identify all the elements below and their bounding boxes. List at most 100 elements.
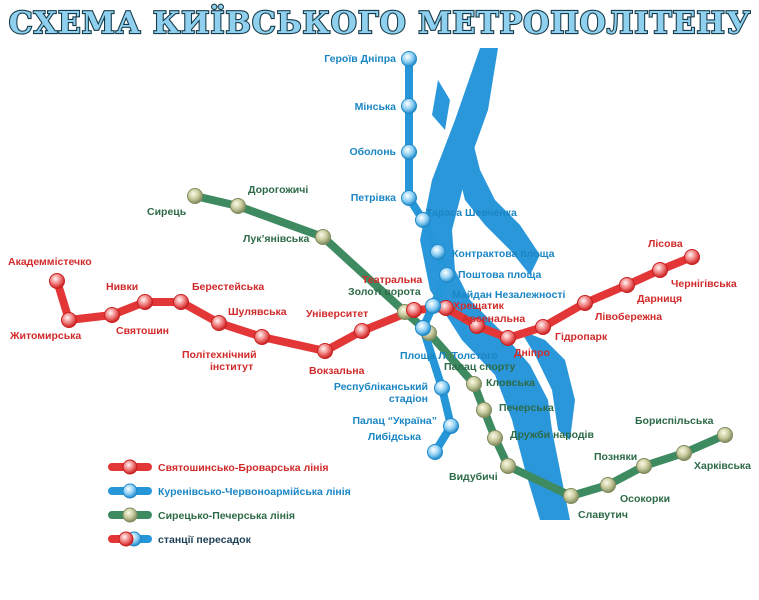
station-label-green-10: Осокорки (620, 493, 670, 505)
station-red-2[interactable] (104, 307, 120, 323)
station-red-3[interactable] (137, 294, 153, 310)
station-label-green-7: Дружби народів (510, 429, 594, 441)
legend-blue-label: Куренівсько-Червоноармійська лінія (158, 486, 351, 498)
station-red-10[interactable] (438, 300, 454, 316)
station-label-red-13: Гідропарк (555, 331, 608, 343)
station-label-red-14: Лівобережна (595, 311, 662, 323)
legend-green-label: Сирецько-Печерська лінія (158, 510, 295, 522)
station-label-red-12: Дніпро (514, 347, 550, 359)
legend-red-station (122, 459, 138, 475)
station-green-9[interactable] (563, 488, 579, 504)
station-green-13[interactable] (717, 427, 733, 443)
station-green-0[interactable] (187, 188, 203, 204)
station-green-2[interactable] (315, 229, 331, 245)
legend-red-label: Святошинсько-Броварська лінія (158, 462, 329, 474)
station-red-16[interactable] (652, 262, 668, 278)
station-label-green-1: Дорогожичі (248, 184, 308, 196)
station-label-blue-0: Героїв Дніпра (324, 53, 396, 65)
station-green-11[interactable] (636, 458, 652, 474)
station-label-blue-1: Мінська (355, 101, 397, 113)
station-label-blue-3: Петрівка (351, 192, 396, 204)
station-label-green-5: Кловська (486, 377, 535, 389)
station-blue-5[interactable] (430, 244, 446, 260)
station-label-red-4: Берестейська (192, 281, 264, 293)
station-label-green-8: Видубичі (449, 471, 498, 483)
station-label-red-17: Лісова (648, 238, 683, 250)
station-green-10[interactable] (600, 477, 616, 493)
station-label-red-7: Вокзальна (309, 365, 365, 377)
legend-transfer-red-station (118, 531, 134, 547)
legend-green-station (122, 507, 138, 523)
legend-blue-station (122, 483, 138, 499)
station-label-green-12: Харківська (694, 460, 751, 472)
station-label-blue-11: Либідська (368, 431, 421, 443)
station-red-17[interactable] (684, 249, 700, 265)
map-title: СХЕМА КИЇВСЬКОГО МЕТРОПОЛІТЕНУ (9, 4, 751, 41)
station-label-red-15: Дарниця (637, 293, 682, 305)
station-blue-9[interactable] (434, 380, 450, 396)
station-red-1[interactable] (61, 312, 77, 328)
station-label-green-2: Лук’янівська (243, 233, 310, 245)
station-red-8[interactable] (354, 323, 370, 339)
station-label-green-11: Позняки (594, 451, 637, 463)
legend-transfer-label: станції пересадок (158, 534, 252, 546)
station-blue-8[interactable] (415, 320, 431, 336)
station-green-12[interactable] (676, 445, 692, 461)
station-label-green-13: Бориспільська (635, 415, 714, 427)
station-red-12[interactable] (500, 330, 516, 346)
station-blue-4[interactable] (415, 212, 431, 228)
station-red-11[interactable] (469, 318, 485, 334)
station-blue-2[interactable] (401, 144, 417, 160)
station-red-9[interactable] (406, 302, 422, 318)
station-label-green-3: Золоті ворота (348, 286, 421, 298)
station-label-red-5: Шулявська (228, 306, 287, 318)
station-label-green-4: Палац спорту (444, 361, 516, 373)
station-green-6[interactable] (476, 402, 492, 418)
station-red-15[interactable] (619, 277, 635, 293)
station-blue-6[interactable] (439, 267, 455, 283)
station-label-green-6: Печерська (499, 402, 554, 414)
station-red-14[interactable] (577, 295, 593, 311)
station-label-red-1: Житомирська (9, 330, 81, 342)
station-label-red-10: Хрещатик (453, 300, 505, 312)
station-green-7[interactable] (487, 430, 503, 446)
station-blue-0[interactable] (401, 51, 417, 67)
station-label-blue-2: Оболонь (349, 146, 396, 158)
station-red-6[interactable] (254, 329, 270, 345)
station-red-4[interactable] (173, 294, 189, 310)
station-blue-3[interactable] (401, 190, 417, 206)
station-label-blue-4: Тараса Шевченка (426, 207, 517, 219)
station-label-blue-7: Майдан Незалежності (452, 289, 566, 301)
station-red-0[interactable] (49, 273, 65, 289)
station-label-blue-6: Поштова площа (458, 269, 541, 281)
station-label-red-9: Театральна (362, 274, 422, 286)
station-red-13[interactable] (535, 319, 551, 335)
station-green-8[interactable] (500, 458, 516, 474)
station-red-7[interactable] (317, 343, 333, 359)
station-label-blue-10: Палац “Україна” (352, 415, 437, 427)
station-blue-11[interactable] (427, 444, 443, 460)
station-blue-1[interactable] (401, 98, 417, 114)
station-label-red-0: Академмістечко (8, 256, 92, 268)
station-green-1[interactable] (230, 198, 246, 214)
station-blue-7[interactable] (425, 298, 441, 314)
station-red-5[interactable] (211, 315, 227, 331)
metro-stations (49, 51, 733, 504)
station-label-green-9: Славутич (578, 509, 628, 521)
station-label-red-3: Нивки (106, 281, 138, 293)
station-label-blue-5: Контрактова площа (452, 248, 555, 260)
station-label-red-11: Арсенальна (462, 313, 525, 325)
station-label-red-16: Чернігівська (671, 278, 737, 290)
station-label-green-0: Сирець (147, 206, 187, 218)
station-label-blue-8: Площа Л. Толстого (400, 350, 498, 362)
station-green-5[interactable] (466, 376, 482, 392)
station-label-red-8: Університет (306, 308, 368, 320)
station-label-red-2: Святошин (116, 325, 169, 337)
station-blue-10[interactable] (443, 418, 459, 434)
river-dnipro (420, 48, 575, 520)
